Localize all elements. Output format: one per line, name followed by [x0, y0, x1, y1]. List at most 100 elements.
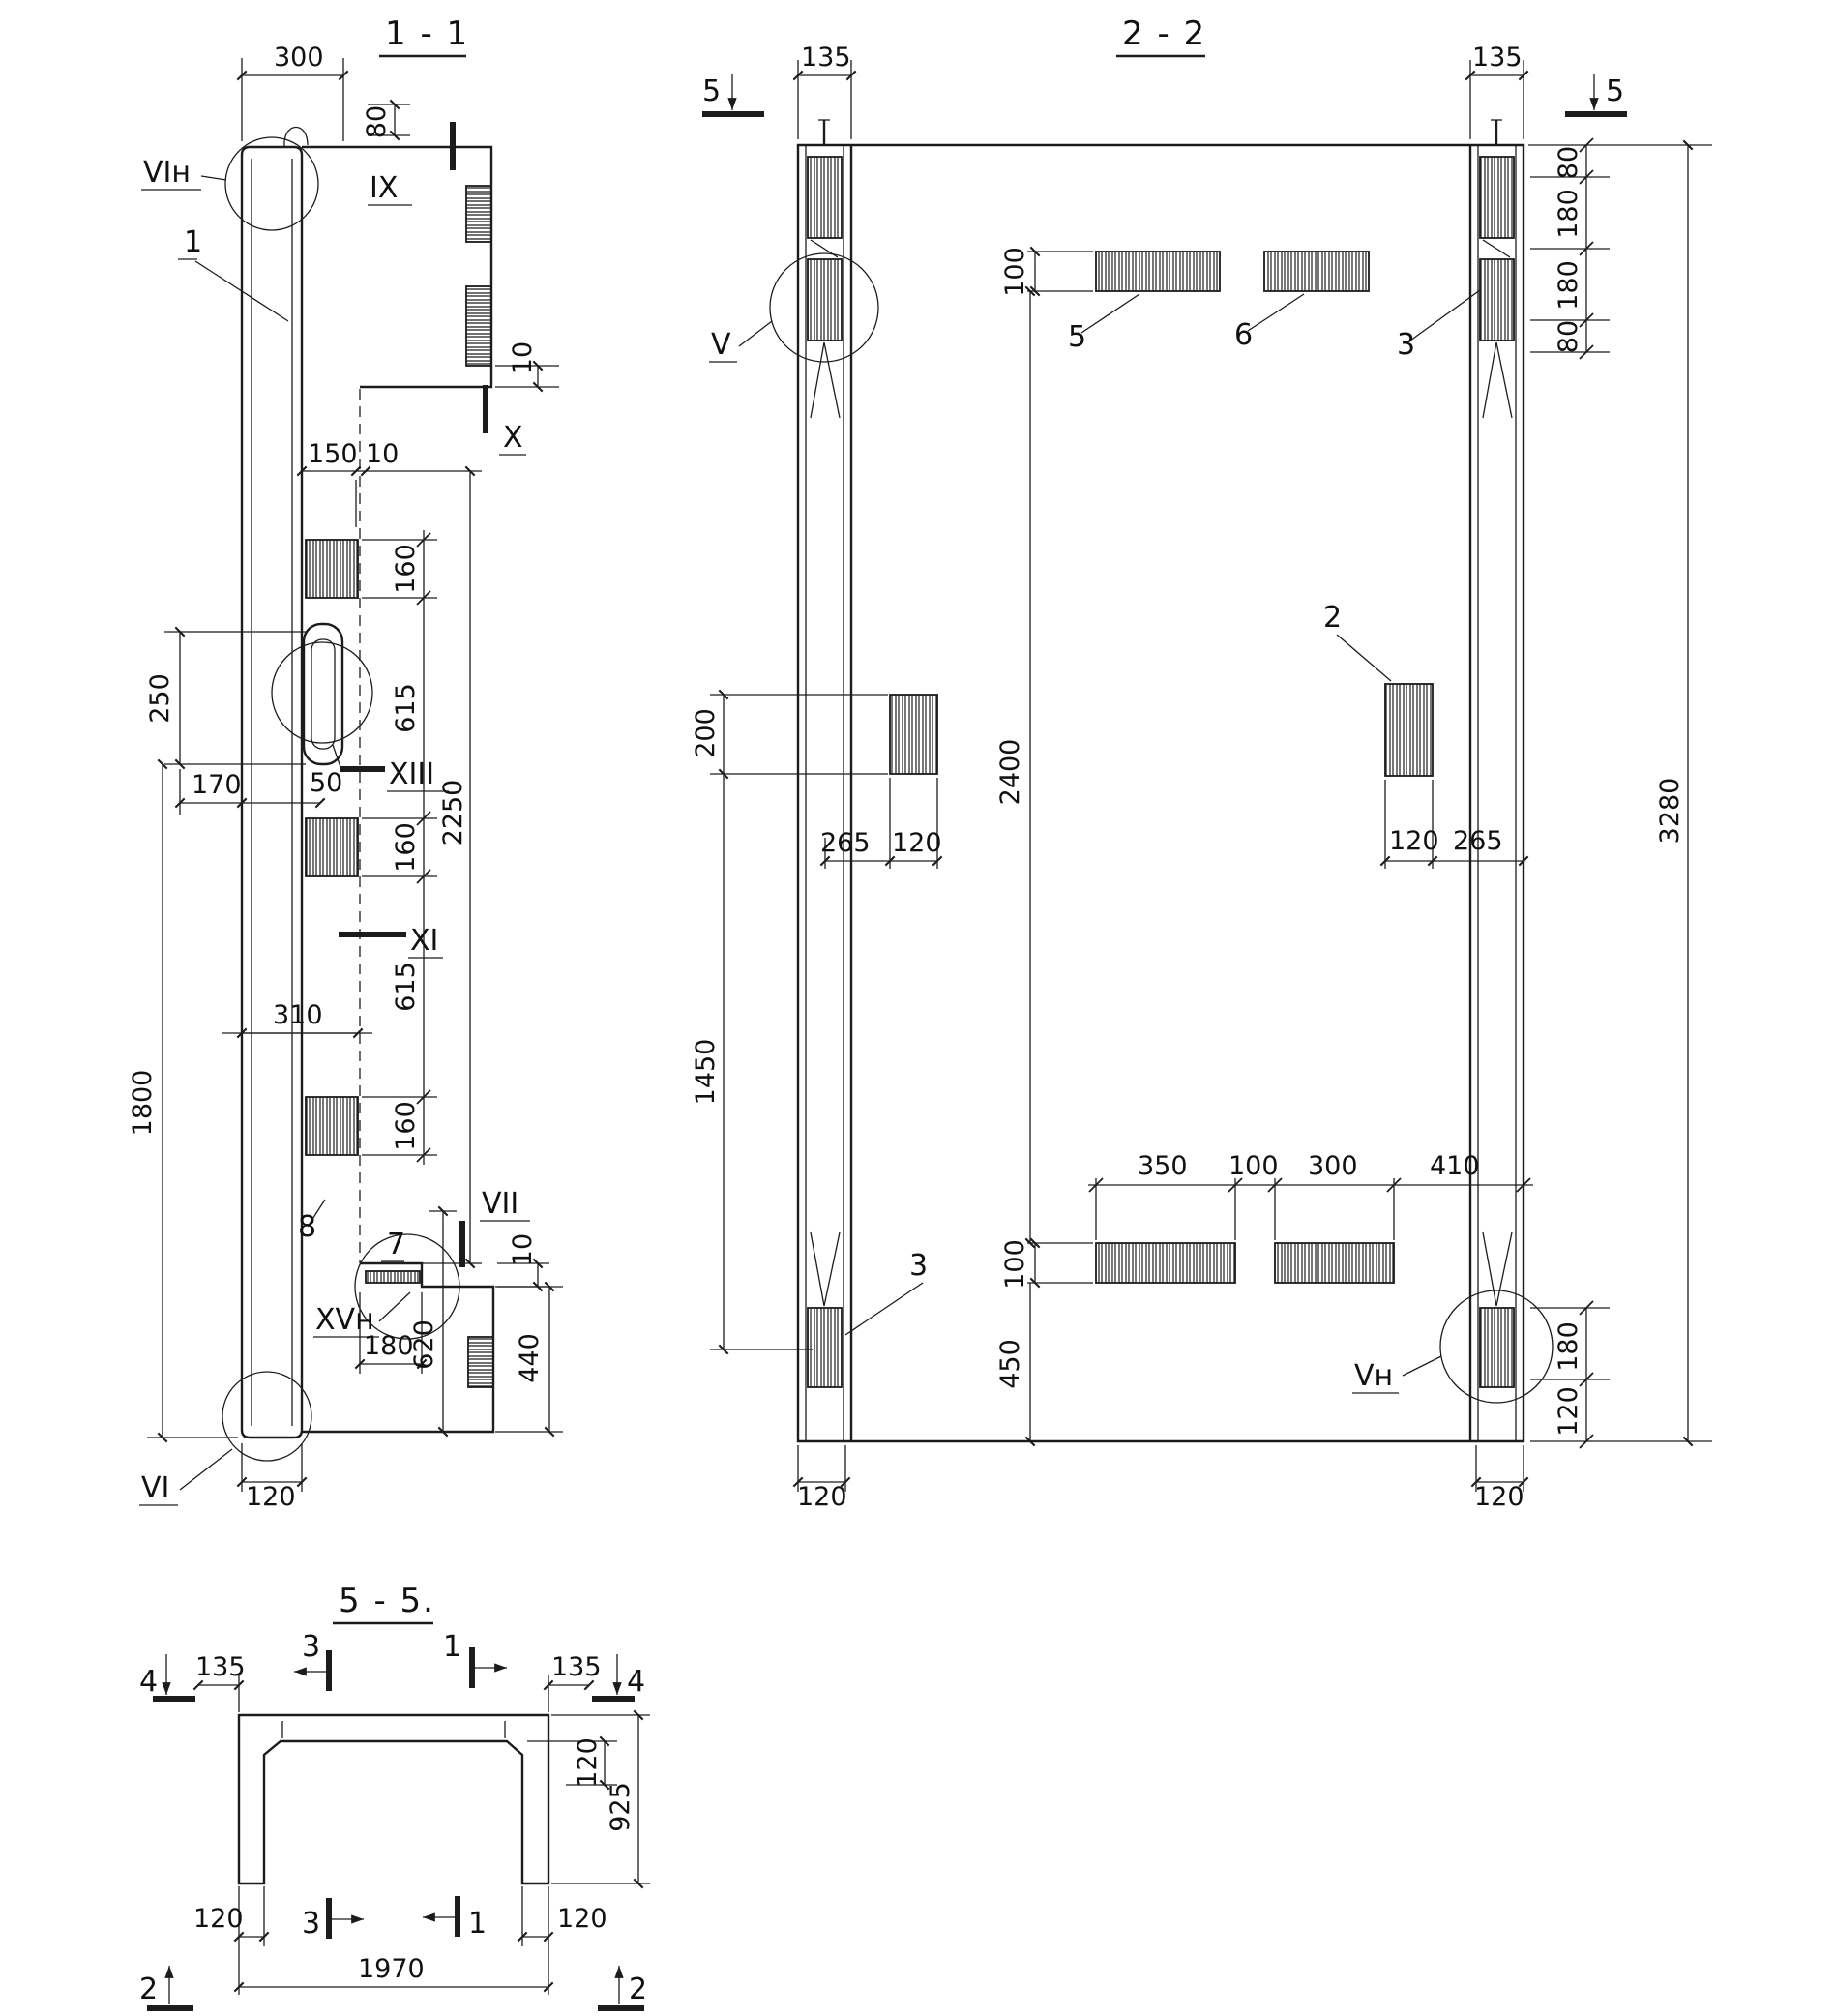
embedded-plate-top-a [465, 185, 492, 243]
s55-title-text: 5 - 5. [339, 1582, 435, 1620]
s55-dimension-lines [147, 1647, 650, 2011]
s55-title: 5 - 5. [333, 1582, 435, 1625]
dim-170: 170 [192, 770, 242, 800]
section2-label-right: 2 [629, 1972, 647, 2006]
part-label-3-bottom: 3 [909, 1249, 928, 1283]
dim-2250: 2250 [438, 780, 468, 846]
s22-title-text: 2 - 2 [1122, 15, 1206, 53]
anchor-right-top-1 [1479, 156, 1515, 239]
top-rib-outline [302, 145, 493, 389]
mark-vi: VI [141, 1471, 169, 1505]
mark-vi-n: VIн [143, 156, 191, 190]
dim-160-b: 160 [391, 822, 421, 873]
dim-615-a: 615 [391, 683, 421, 733]
leader-part-5 [1080, 293, 1140, 334]
dim-100-bottom: 100 [1000, 1239, 1030, 1290]
dim-1970: 1970 [358, 1954, 425, 1984]
anchor-right-bottom [1479, 1307, 1515, 1388]
plate-mid-left [889, 694, 938, 775]
leader-v-n [1402, 1355, 1442, 1377]
dim-3280: 3280 [1655, 778, 1685, 845]
mark-ix: IX [370, 171, 398, 205]
detail-circle-7 [354, 1233, 460, 1340]
dim-925: 925 [606, 1782, 636, 1832]
dim-265-right: 265 [1453, 826, 1503, 856]
mark-x: X [503, 421, 523, 455]
dim-10-c: 10 [508, 1233, 538, 1266]
part-label-8: 8 [298, 1210, 316, 1244]
dim-1800: 1800 [128, 1070, 158, 1137]
plate-bottom-2 [1274, 1242, 1395, 1284]
plate-bottom-1 [1095, 1242, 1236, 1284]
section5-label-right: 5 [1606, 74, 1624, 108]
dim-100-top: 100 [1000, 247, 1030, 297]
part-label-5: 5 [1068, 320, 1086, 354]
dim-135-right-55: 135 [551, 1652, 602, 1682]
dim-80-b: 80 [1554, 320, 1583, 353]
dim-120-bottom-left-55: 120 [193, 1904, 244, 1934]
section-1-1: 1 - 1 [128, 15, 563, 1512]
dim-440: 440 [515, 1333, 545, 1383]
leader-part-2 [1336, 634, 1392, 682]
dim-180-b: 180 [1554, 260, 1583, 311]
dim-10-b: 10 [366, 439, 399, 469]
lifting-slot-inner [311, 638, 336, 750]
mark-v-n: Vн [1354, 1359, 1393, 1393]
mark-v: V [711, 328, 731, 362]
dim-50: 50 [310, 768, 342, 798]
leader-part-3-bottom [844, 1282, 924, 1336]
detail-circle-slot [271, 641, 373, 744]
embedded-plate-mid-1 [305, 539, 359, 599]
dim-160-a: 160 [391, 544, 421, 594]
plate-6 [1263, 251, 1370, 292]
dim-100-mid: 100 [1228, 1151, 1279, 1181]
anchor-legs-right-bottom [1482, 1231, 1513, 1307]
dim-1450: 1450 [691, 1039, 721, 1106]
section-2-2: 2 - 2 [691, 15, 1712, 1512]
dim-620: 620 [409, 1319, 439, 1370]
leader-v [738, 320, 773, 347]
section-5-5: 5 - 5. [139, 1582, 650, 2011]
dim-120-right: 120 [1389, 826, 1439, 856]
s22-texts: 5 135 135 5 80 180 180 80 3280 100 5 6 3… [691, 43, 1685, 1512]
panel-outline [796, 143, 1525, 1443]
embedded-plate-step [365, 1270, 421, 1284]
section2-label-left: 2 [139, 1972, 158, 2006]
dim-120-c: 120 [1554, 1386, 1583, 1437]
section1-label-top: 1 [443, 1630, 461, 1664]
mark-xi: XI [410, 924, 438, 958]
anchor-right-top-2 [1479, 258, 1515, 341]
dim-200: 200 [691, 708, 721, 758]
dim-120-top-55: 120 [573, 1737, 603, 1788]
dim-120-bottom-right: 120 [1474, 1482, 1524, 1512]
dim-250: 250 [145, 673, 175, 724]
dim-300-b: 300 [1308, 1151, 1358, 1181]
dim-350: 350 [1138, 1151, 1188, 1181]
detail-circle-v-n [1439, 1290, 1554, 1404]
anchor-legs-right-top [1482, 239, 1513, 419]
anchor-left-top-2 [807, 258, 843, 341]
section5-label-left: 5 [702, 74, 721, 108]
dim-150: 150 [308, 439, 358, 469]
section4-label-right: 4 [627, 1665, 645, 1699]
bottom-rib-outline [302, 1261, 495, 1434]
anchor-legs-left-bottom [810, 1231, 841, 1307]
channel-outline [237, 1713, 550, 1885]
s22-dimension-lines [702, 60, 1712, 1492]
section1-label-bottom: 1 [468, 1907, 487, 1941]
embedded-plate-mid-2 [305, 817, 359, 877]
dim-10-top: 10 [508, 341, 538, 374]
mark-vii: VII [482, 1187, 518, 1221]
dim-135-left-55: 135 [195, 1652, 246, 1682]
s11-geometry [222, 126, 495, 1462]
embedded-plate-top-b [465, 285, 492, 367]
s11-texts: 300 80 VIн 1 IX 10 X 150 10 160 250 615 … [128, 43, 545, 1512]
dim-120-bottom-left: 120 [797, 1482, 847, 1512]
leader-part-6 [1247, 293, 1305, 332]
leader-part-3-top [1409, 289, 1481, 341]
s11-title: 1 - 1 [379, 15, 467, 58]
s22-geometry [769, 119, 1554, 1443]
part-label-1: 1 [184, 225, 202, 259]
embedded-plate-bottom [467, 1336, 494, 1388]
